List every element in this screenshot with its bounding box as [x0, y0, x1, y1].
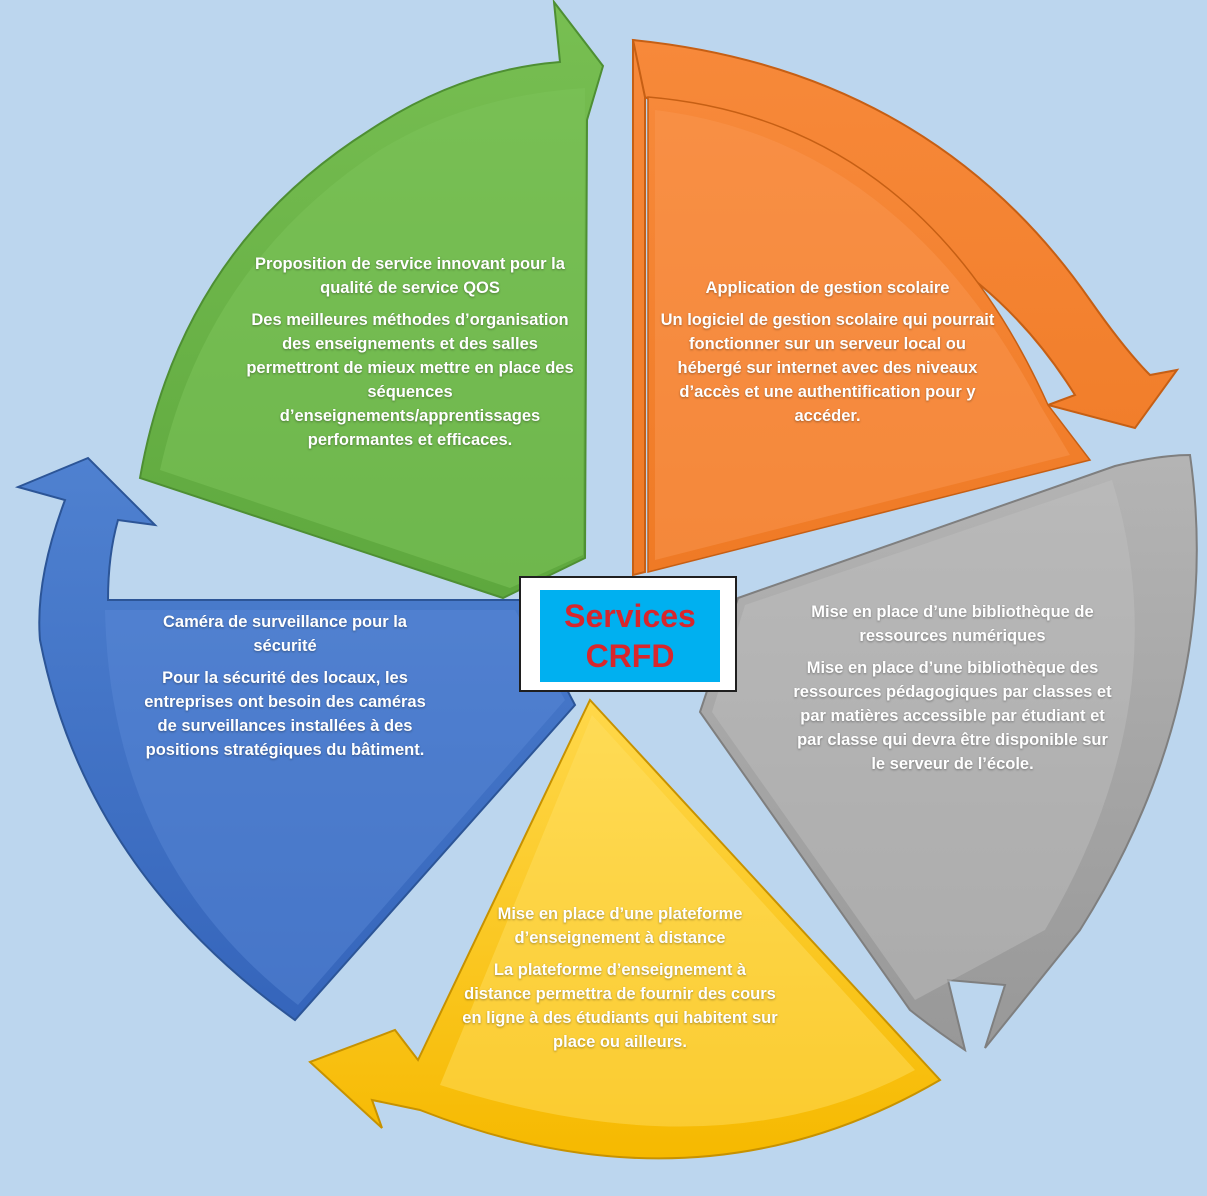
segment-qos-inner	[160, 88, 585, 588]
segment-bibliotheque-body: Mise en place d’une bibliothèque des res…	[793, 659, 1112, 773]
segment-bibliotheque-shape	[698, 453, 1198, 1053]
center-line1: Services	[564, 598, 696, 634]
segment-qos-text: Proposition de service innovant pour la …	[240, 252, 580, 452]
center-line2: CRFD	[585, 638, 675, 674]
segment-plateforme-shape	[308, 698, 942, 1160]
segment-plateforme-body: La plateforme d’enseignement à distance …	[462, 961, 778, 1051]
segment-camera-title: Caméra de surveillance pour la sécurité	[163, 613, 407, 655]
segment-qos-title: Proposition de service innovant pour la …	[255, 255, 565, 297]
segment-plateforme-title: Mise en place d’une plateforme d’enseign…	[497, 905, 743, 947]
segment-camera-body: Pour la sécurité des locaux, les entrepr…	[144, 669, 426, 759]
center-box: Services CRFD	[519, 576, 737, 692]
segment-camera-shape	[14, 456, 577, 1022]
segment-camera-text: Caméra de surveillance pour la sécurité …	[135, 610, 435, 762]
segment-gestion-title: Application de gestion scolaire	[705, 279, 950, 297]
segment-gestion-text: Application de gestion scolaire Un logic…	[655, 276, 1000, 428]
center-label: Services CRFD	[540, 590, 720, 682]
segment-bibliotheque-title: Mise en place d’une bibliothèque de ress…	[811, 603, 1094, 645]
segment-plateforme-inner	[440, 715, 915, 1127]
segment-camera-inner	[105, 610, 565, 1005]
segment-gestion-body-text: Un logiciel de gestion scolaire qui pour…	[660, 311, 995, 425]
segment-gestion-inner	[655, 110, 1070, 560]
segment-plateforme-text: Mise en place d’une plateforme d’enseign…	[460, 902, 780, 1054]
segment-qos-body: Des meilleures méthodes d’organisation d…	[246, 311, 574, 449]
segment-bibliotheque-text: Mise en place d’une bibliothèque de ress…	[790, 600, 1115, 776]
segment-bibliotheque-inner	[712, 480, 1135, 1000]
